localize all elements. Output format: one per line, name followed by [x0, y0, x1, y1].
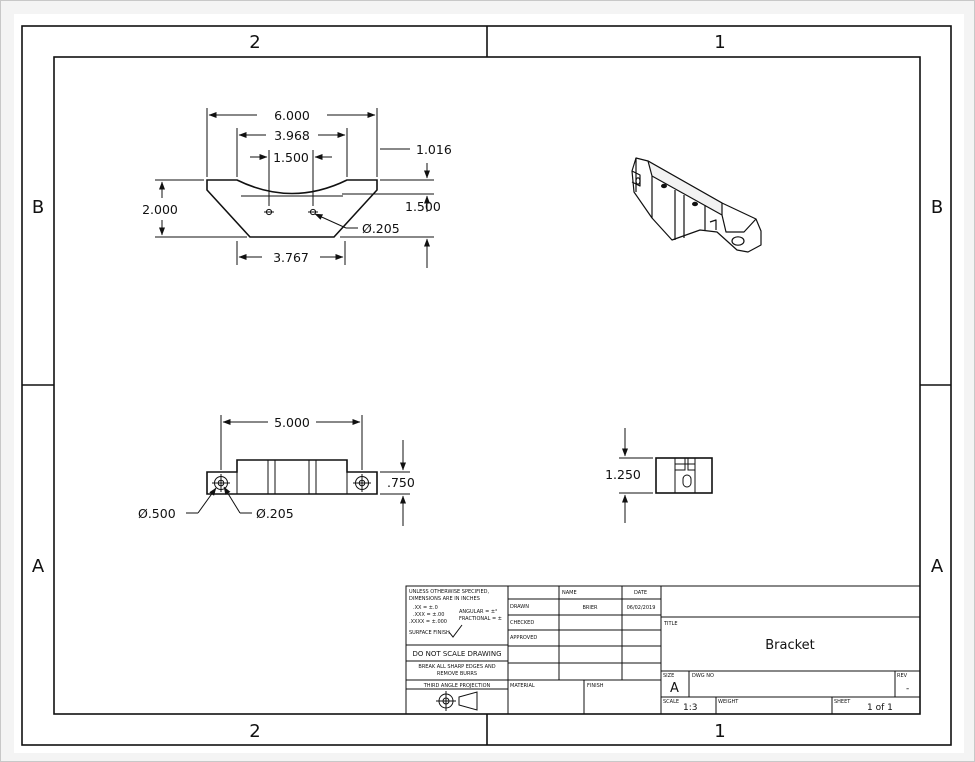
- front-view: 6.000 3.968 1.500 1.016 1.500 2.000 Ø.20…: [142, 108, 452, 268]
- dim-counterbore-dia: Ø.500: [138, 506, 176, 521]
- dim-center-width: 1.500: [273, 150, 309, 165]
- side-view-outline: [655, 457, 713, 494]
- side-view-hole: [682, 474, 692, 488]
- tb-rev: -: [906, 684, 909, 694]
- zone-label-left-b: B: [32, 197, 44, 218]
- tb-size: A: [670, 681, 679, 696]
- dim-thickness: .750: [387, 475, 415, 490]
- third-angle-projection-icon: [436, 691, 478, 711]
- zone-label-top-1: 1: [714, 32, 725, 53]
- tb-tolerance-note: UNLESS OTHERWISE SPECIFIED,: [409, 589, 489, 595]
- dim-inner-width: 3.968: [274, 128, 310, 143]
- tb-title-label: TITLE: [663, 621, 678, 627]
- side-view-edge: [675, 458, 695, 471]
- iso-edge: [721, 214, 757, 233]
- tb-scale-label: SCALE: [663, 699, 679, 705]
- tb-finish-label: FINISH: [587, 683, 604, 689]
- dim-side-height: 1.250: [605, 467, 641, 482]
- tb-do-not-scale: DO NOT SCALE DRAWING: [412, 650, 501, 658]
- dim-lower-height: 1.500: [405, 199, 441, 214]
- surface-finish-icon: [448, 624, 463, 638]
- tb-tolerance-note: FRACTIONAL = ±: [459, 616, 502, 622]
- tb-drawn-name: BRIER: [582, 605, 598, 611]
- dim-hole-spacing: 5.000: [274, 415, 310, 430]
- title-block-frame: [405, 585, 921, 715]
- dim-bottom-hole-dia: Ø.205: [256, 506, 294, 521]
- iso-counterbore: [731, 236, 745, 246]
- tb-title: Bracket: [765, 638, 815, 653]
- tb-size-label: SIZE: [663, 673, 674, 679]
- zone-label-bottom-1: 1: [714, 721, 725, 742]
- tb-break-edges: REMOVE BURRS: [437, 671, 477, 677]
- iso-hole: [660, 183, 667, 189]
- zone-label-bottom-2: 2: [249, 721, 260, 742]
- front-view-outline: [206, 179, 378, 238]
- dim-bottom-width: 3.767: [273, 250, 309, 265]
- tb-row-drawn: DRAWN: [510, 604, 529, 610]
- dim-leader: [314, 213, 347, 229]
- dim-side-height: 1.016: [416, 142, 452, 157]
- tb-rev-label: REV: [897, 673, 908, 679]
- dim-leader: [197, 487, 217, 514]
- zone-label-right-b: B: [931, 197, 943, 218]
- dim-leader: [223, 486, 241, 514]
- title-block: UNLESS OTHERWISE SPECIFIED, DIMENSIONS A…: [405, 585, 921, 715]
- tb-break-edges: BREAK ALL SHARP EDGES AND: [418, 664, 495, 670]
- tb-scale: 1:3: [683, 703, 697, 713]
- tb-dwg-no-label: DWG NO: [692, 673, 714, 679]
- tb-projection: THIRD ANGLE PROJECTION: [423, 683, 491, 689]
- tb-tolerance-note: ANGULAR = ±°: [459, 609, 498, 615]
- tb-weight-label: WEIGHT: [718, 699, 739, 705]
- iso-hole: [691, 201, 698, 207]
- dim-height: 2.000: [142, 202, 178, 217]
- sheet-paper: [14, 14, 964, 753]
- tb-sheet-label: SHEET: [834, 699, 851, 705]
- iso-end-hole: [635, 177, 641, 185]
- tb-tolerance-note: .XXX = ±.00: [413, 612, 444, 618]
- iso-edge: [709, 219, 717, 230]
- tb-row-approved: APPROVED: [510, 635, 537, 641]
- isometric-view: [631, 157, 762, 253]
- dim-overall-width: 6.000: [274, 108, 310, 123]
- dim-hole-dia: Ø.205: [362, 221, 400, 236]
- tb-sheet: 1 of 1: [867, 703, 893, 713]
- tb-tolerance-note: DIMENSIONS ARE IN INCHES: [409, 596, 480, 602]
- zone-label-right-a: A: [931, 556, 944, 577]
- tb-surface-finish: SURFACE FINISH: [409, 630, 450, 636]
- tb-tolerance-note: .XXXX = ±.000: [409, 619, 447, 625]
- tb-header-name: NAME: [562, 590, 577, 596]
- tb-drawn-date: 06/02/2019: [627, 605, 656, 611]
- tb-row-checked: CHECKED: [510, 620, 534, 626]
- tb-material-label: MATERIAL: [510, 683, 535, 689]
- side-view: 1.250: [605, 428, 713, 523]
- zone-label-top-2: 2: [249, 32, 260, 53]
- zone-label-left-a: A: [32, 556, 45, 577]
- tb-header-date: DATE: [634, 590, 647, 596]
- tb-tolerance-note: .XX = ±.0: [413, 605, 438, 611]
- bottom-view: 5.000 .750 Ø.500 Ø.205: [138, 415, 415, 526]
